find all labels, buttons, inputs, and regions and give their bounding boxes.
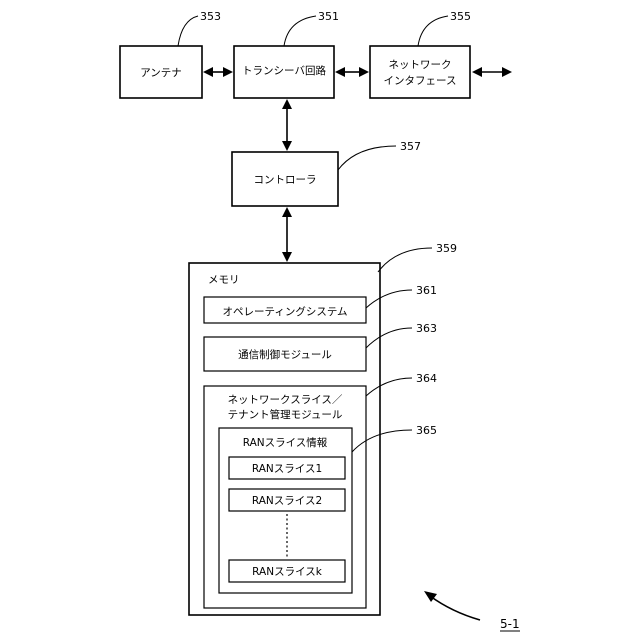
ran-slice-k-label: RANスライスk bbox=[252, 566, 323, 578]
ran-slice-item: RANスライス1 bbox=[229, 457, 345, 479]
network-interface-label-line1: ネットワーク bbox=[389, 59, 452, 71]
network-interface-label-line2: インタフェース bbox=[384, 75, 457, 87]
ran-slice-item: RANスライスk bbox=[229, 560, 345, 582]
memory-ref: 359 bbox=[436, 242, 457, 255]
slice-tenant-module-label-line2: テナント管理モジュール bbox=[228, 408, 343, 421]
ran-slice-item: RANスライス2 bbox=[229, 489, 345, 511]
ran-slice-1-label: RANスライス1 bbox=[252, 463, 322, 475]
transceiver-controller-arrow bbox=[282, 99, 292, 151]
antenna-leader bbox=[178, 16, 198, 46]
comm-control-module-label: 通信制御モジュール bbox=[238, 348, 332, 361]
figure-pointer bbox=[424, 591, 480, 620]
transceiver-label: トランシーバ回路 bbox=[242, 64, 326, 77]
controller-leader bbox=[338, 146, 396, 170]
transceiver-leader bbox=[284, 16, 316, 46]
antenna-transceiver-arrow bbox=[203, 67, 233, 77]
comm-control-module-block: 通信制御モジュール bbox=[204, 337, 366, 371]
external-network-arrow bbox=[472, 67, 512, 77]
antenna-label: アンテナ bbox=[140, 67, 182, 79]
figure-label: 5-1 bbox=[500, 617, 520, 631]
ran-slice-info-label: RANスライス情報 bbox=[243, 436, 328, 449]
memory-leader bbox=[378, 248, 432, 272]
controller-ref: 357 bbox=[400, 140, 421, 153]
antenna-block: アンテナ bbox=[120, 46, 202, 98]
slice-tenant-module-ref: 364 bbox=[416, 372, 437, 385]
memory-label: メモリ bbox=[208, 274, 240, 286]
transceiver-ref: 351 bbox=[318, 10, 339, 23]
controller-block: コントローラ bbox=[232, 152, 338, 206]
transceiver-interface-arrow bbox=[335, 67, 369, 77]
controller-memory-arrow bbox=[282, 207, 292, 262]
operating-system-ref: 361 bbox=[416, 284, 437, 297]
controller-label: コントローラ bbox=[254, 174, 317, 186]
slice-tenant-module-label-line1: ネットワークスライス／ bbox=[228, 394, 343, 406]
ran-slice-info-ref: 365 bbox=[416, 424, 437, 437]
ran-slice-2-label: RANスライス2 bbox=[252, 495, 322, 507]
operating-system-block: オペレーティングシステム bbox=[204, 297, 366, 323]
antenna-ref: 353 bbox=[200, 10, 221, 23]
network-interface-leader bbox=[418, 16, 448, 46]
network-interface-block: ネットワーク インタフェース bbox=[370, 46, 470, 98]
transceiver-block: トランシーバ回路 bbox=[234, 46, 334, 98]
operating-system-label: オペレーティングシステム bbox=[222, 305, 347, 318]
network-interface-ref: 355 bbox=[450, 10, 471, 23]
comm-control-module-ref: 363 bbox=[416, 322, 437, 335]
